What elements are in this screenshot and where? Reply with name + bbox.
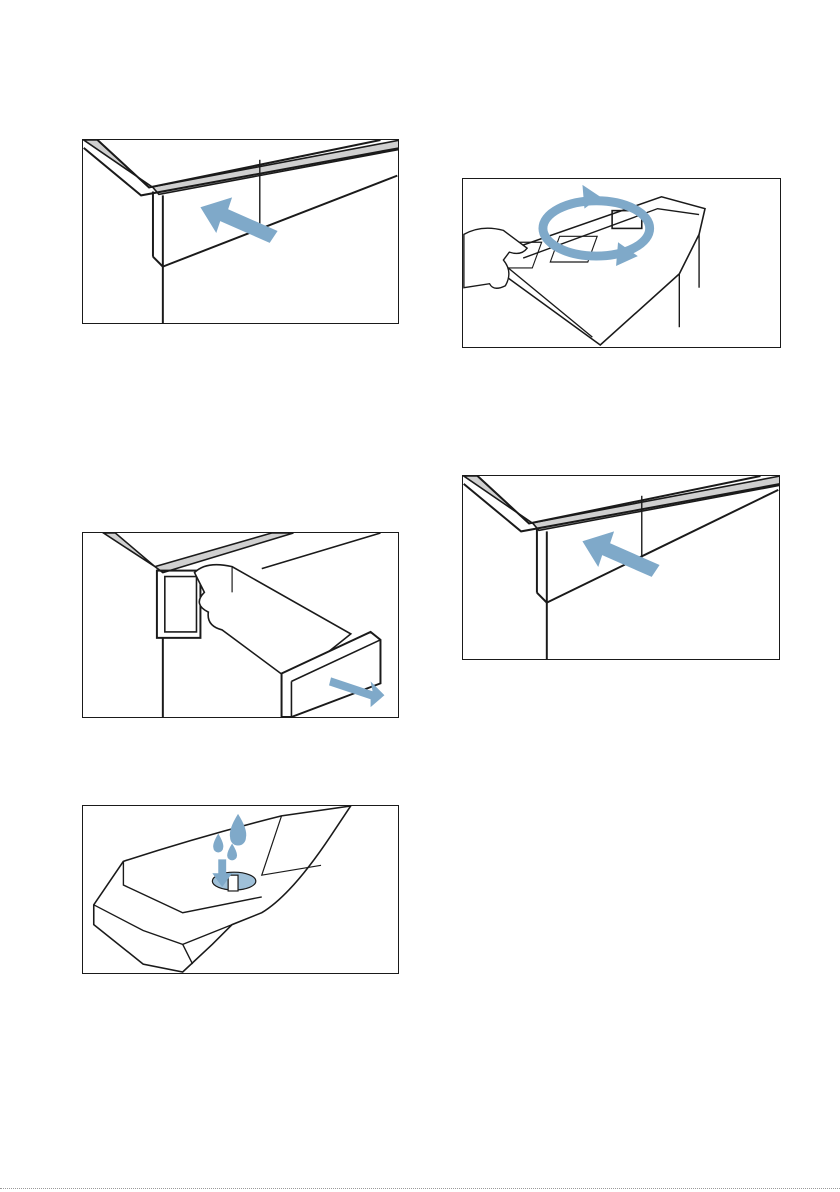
figure-insert-drawer-again <box>462 475 780 660</box>
figure-water-siphon <box>82 805 399 974</box>
insert-drawer-again-illustration <box>463 476 779 659</box>
figure-insert-drawer <box>82 139 399 324</box>
figure-rotate-drawer <box>462 178 781 348</box>
figure-pull-out-drawer <box>82 532 399 718</box>
rotate-drawer-illustration <box>463 179 780 347</box>
pull-out-drawer-illustration <box>83 533 398 717</box>
insert-drawer-illustration <box>83 140 398 323</box>
water-siphon-illustration <box>83 806 398 973</box>
page-bottom-rule <box>0 1188 840 1189</box>
